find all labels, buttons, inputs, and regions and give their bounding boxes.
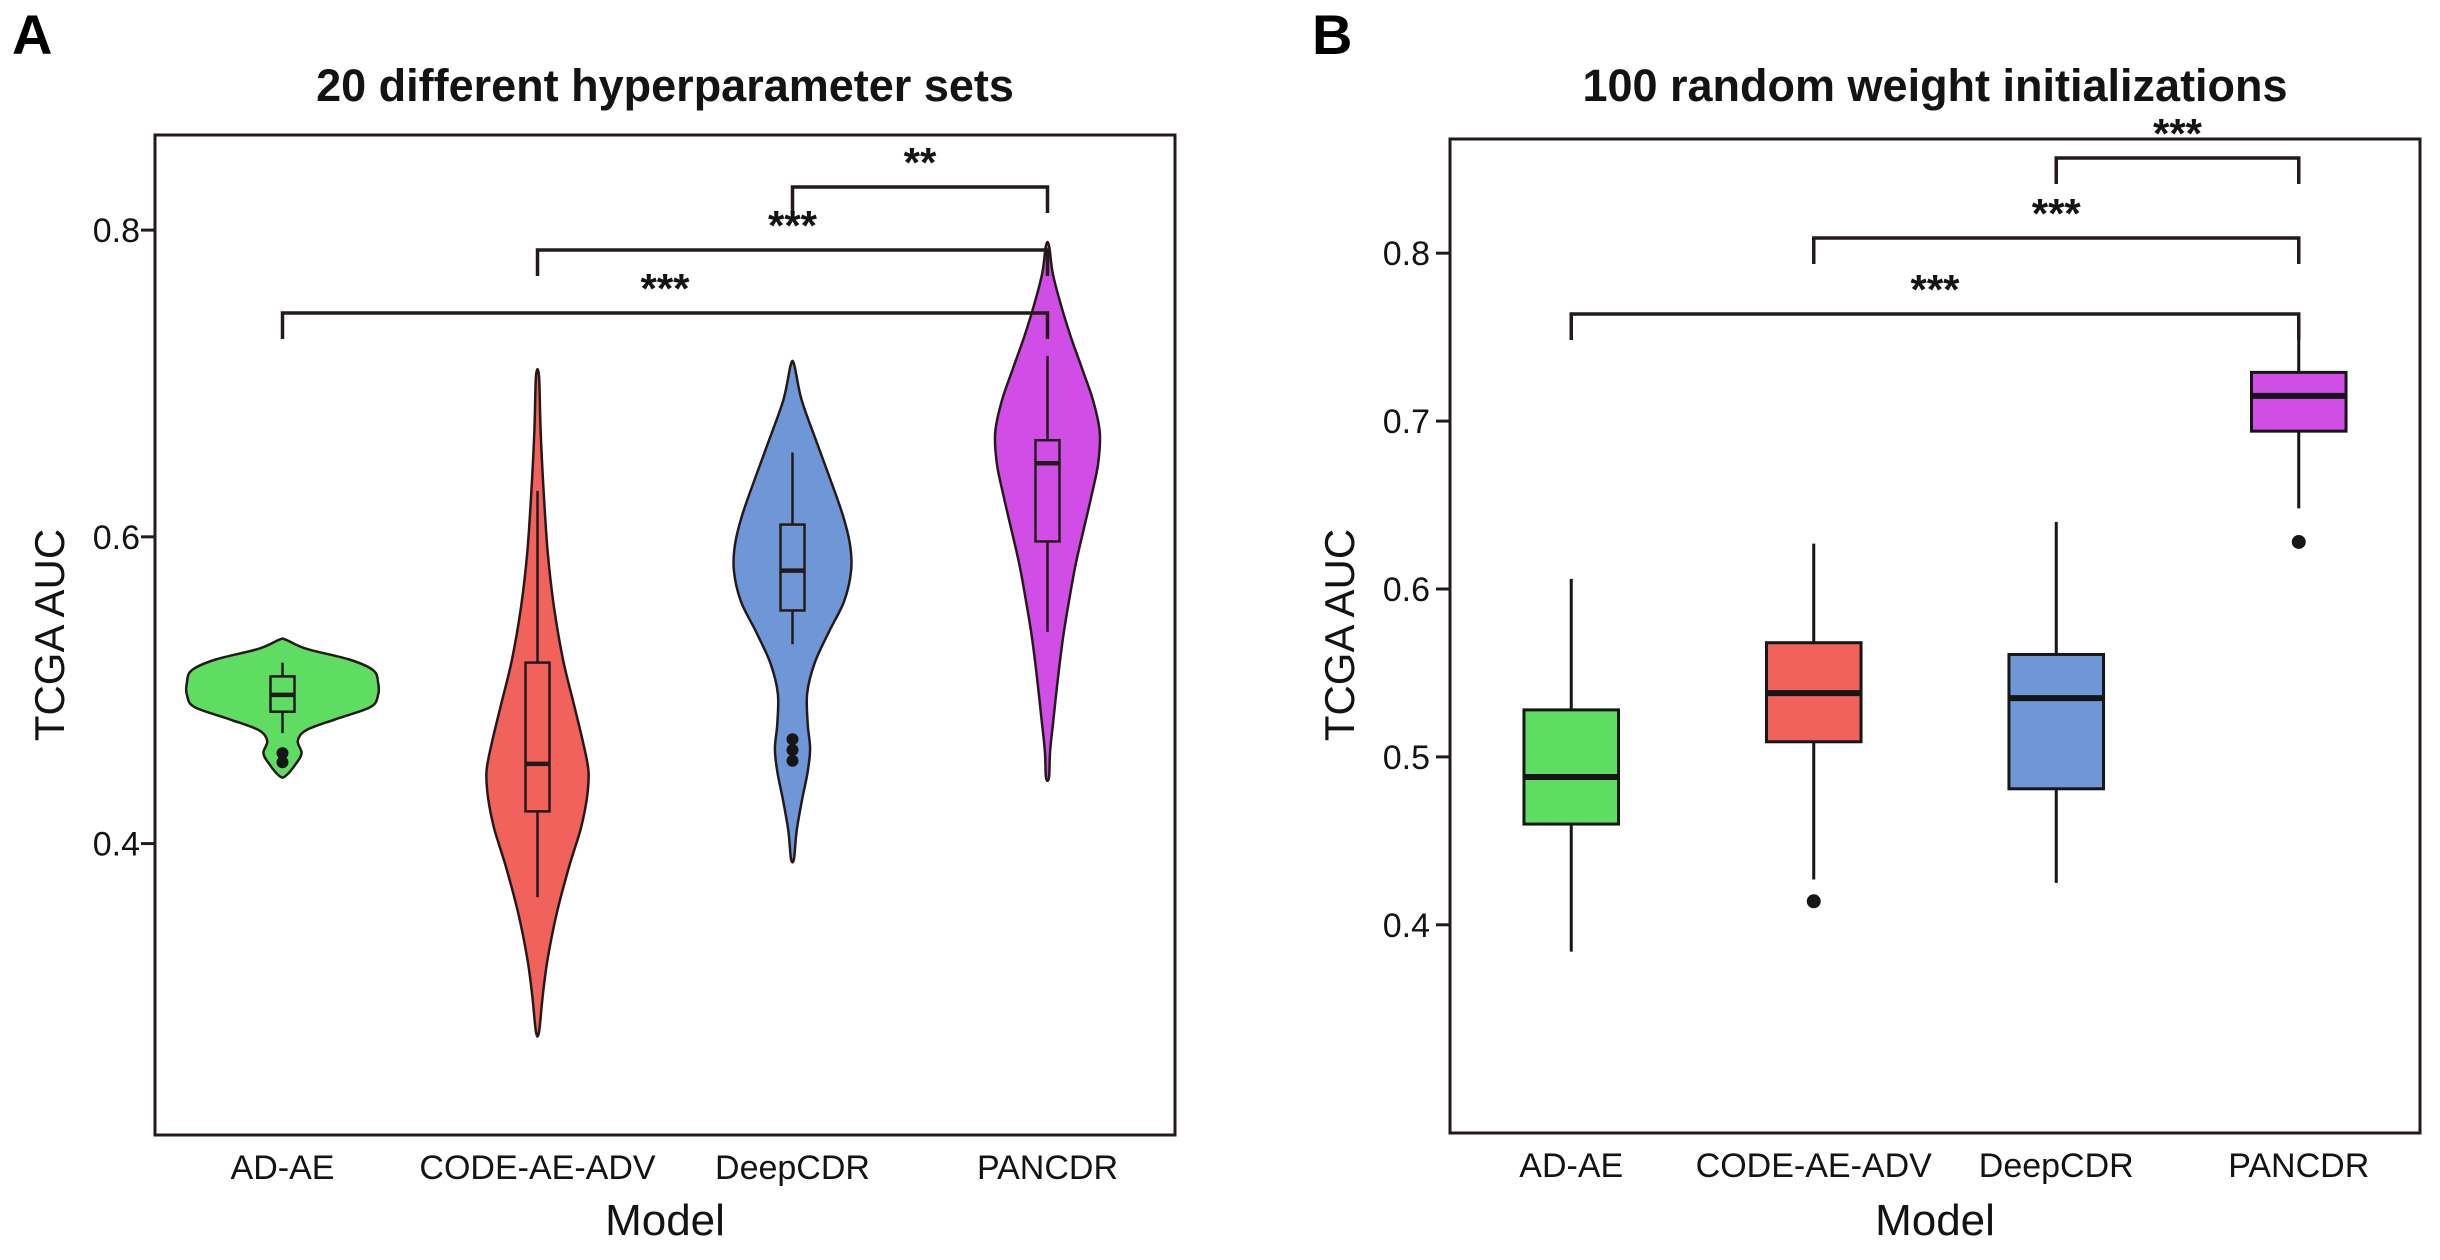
x-tick-label: DeepCDR — [1979, 1147, 2134, 1185]
x-tick-label: AD-AE — [231, 1149, 335, 1187]
y-tick-label: 0.8 — [93, 212, 140, 250]
y-tick-label: 0.8 — [1383, 235, 1430, 273]
significance-bracket — [1812, 236, 2301, 264]
inner-box-DeepCDR — [779, 523, 806, 612]
outlier-point — [786, 744, 799, 757]
outlier-point — [276, 747, 289, 760]
significance-label: *** — [640, 265, 690, 312]
significance-bracket — [1569, 312, 2301, 340]
violin-chart: 0.4 0.6 0.8AD-AE CODE-AE-ADV DeepCDR PANCDR **… — [93, 133, 1177, 1187]
x-tick-label: PANCDR — [977, 1149, 1118, 1187]
significance-label: *** — [768, 202, 818, 249]
x-tick-label: AD-AE — [1519, 1147, 1623, 1185]
box-chart: 0.4 0.5 0.6 0.7 0.8AD-AE CODE-AE-ADV DeepCDR PA… — [1383, 110, 2422, 1185]
significance-label: *** — [1910, 266, 1960, 313]
outlier-point — [276, 756, 289, 769]
outlier-point — [786, 733, 799, 746]
significance-label: *** — [2153, 110, 2203, 157]
panel-a: A 20 different hyperparameter sets TCGA … — [12, 3, 1177, 1245]
outlier-point — [786, 754, 799, 767]
box-PANCDR — [2249, 370, 2348, 433]
panel-label-a: A — [12, 3, 53, 66]
x-tick-label: CODE-AE-ADV — [419, 1149, 655, 1187]
significance-label: ** — [904, 139, 937, 186]
panel-a-x-axis-title: Model — [605, 1196, 725, 1245]
inner-box-CODE-AE-ADV — [524, 661, 551, 813]
y-tick-label: 0.5 — [1383, 739, 1430, 777]
y-tick-label: 0.6 — [93, 519, 140, 557]
outlier-point — [1806, 894, 1821, 909]
panel-b: B 100 random weight initializations TCGA… — [1220, 0, 2440, 1260]
significance-label: *** — [2032, 190, 2082, 237]
y-tick-label: 0.6 — [1383, 571, 1430, 609]
outlier-point — [2291, 534, 2306, 549]
significance-bracket — [535, 248, 1050, 276]
inner-box-PANCDR — [1034, 438, 1061, 543]
significance-bracket — [280, 311, 1050, 339]
plot-frame — [153, 133, 1177, 1137]
y-tick-label: 0.7 — [1383, 403, 1430, 441]
panel-b-title: 100 random weight initializations — [1582, 60, 2288, 111]
significance-bracket — [2054, 156, 2301, 184]
x-tick-label: DeepCDR — [715, 1149, 870, 1187]
panel-b-x-axis-title: Model — [1875, 1196, 1995, 1245]
box-AD-AE — [1522, 708, 1621, 826]
panel-a-title: 20 different hyperparameter sets — [316, 60, 1014, 111]
plot-frame — [1448, 137, 2422, 1135]
y-tick-label: 0.4 — [93, 826, 140, 864]
x-tick-label: PANCDR — [2228, 1147, 2369, 1185]
box-DeepCDR — [2007, 652, 2106, 791]
panel-label-b: B — [1312, 3, 1353, 66]
significance-bracket — [790, 185, 1050, 213]
y-tick-label: 0.4 — [1383, 907, 1430, 945]
x-tick-label: CODE-AE-ADV — [1696, 1147, 1932, 1185]
